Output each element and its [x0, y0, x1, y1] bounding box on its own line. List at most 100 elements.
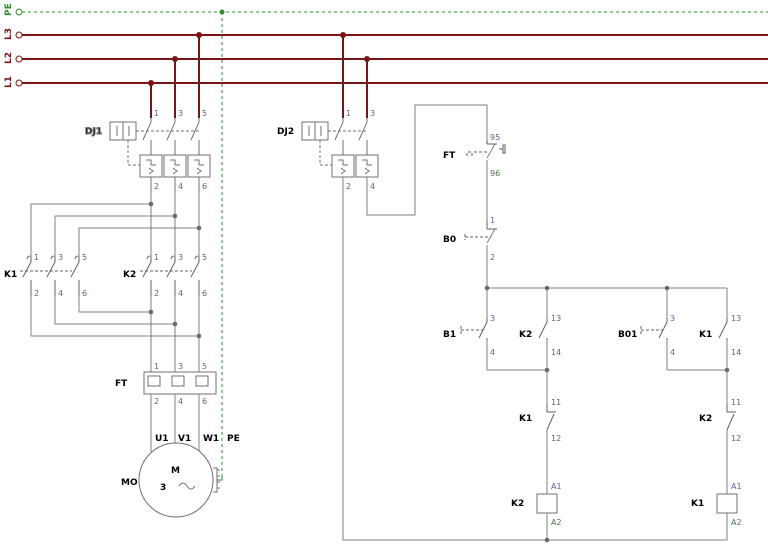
ft-terminal-2: 2 — [154, 397, 159, 406]
l3-bus-label: L3 — [4, 28, 14, 40]
motor-v1-label: V1 — [178, 434, 191, 444]
k1-terminal-3: 3 — [58, 253, 63, 262]
dj1-terminal-3: 3 — [178, 109, 183, 118]
junction-dot — [364, 56, 370, 62]
dj1-terminal-1: 1 — [154, 109, 159, 118]
l1-terminal — [15, 79, 23, 87]
k2-terminal-6: 6 — [202, 289, 207, 298]
dj2-terminal-1: 1 — [346, 109, 351, 118]
ft-terminal-6: 6 — [202, 397, 207, 406]
b01-start-button — [640, 318, 668, 340]
reversing-wires — [30, 194, 200, 372]
k1-coil-terminal-a2: A2 — [731, 518, 742, 527]
b0-terminal-1: 1 — [490, 216, 495, 225]
dj1-terminal-5: 5 — [202, 109, 207, 118]
k2-interlock-terminal-11: 11 — [731, 398, 741, 407]
junction-dot — [172, 56, 178, 62]
ft-terminal-1: 1 — [154, 362, 159, 371]
motor-symbol — [138, 442, 223, 518]
dj2-label: DJ2 — [277, 127, 294, 137]
dj1-label: DJ1 — [85, 127, 102, 137]
k1-hold-terminal-13: 13 — [731, 314, 741, 323]
ft-terminal-4: 4 — [178, 397, 183, 406]
l2-terminal — [15, 55, 23, 63]
b01-label: B01 — [618, 330, 637, 340]
dj2-terminal-3: 3 — [370, 109, 375, 118]
b1-label: B1 — [443, 330, 456, 340]
k1-coil — [716, 493, 738, 514]
k1-hold-label: K1 — [699, 330, 712, 340]
b0-stop-button — [464, 220, 497, 240]
pe-bus-label: PE — [4, 3, 14, 16]
k1-main-label: K1 — [4, 270, 17, 280]
dj2-terminal-2: 2 — [346, 182, 351, 191]
dj1-terminal-2: 2 — [154, 182, 159, 191]
ft-thermal-relay — [143, 371, 217, 395]
dj2-breaker — [301, 118, 379, 178]
k1-interlock-terminal-12: 12 — [551, 434, 561, 443]
l3-terminal — [15, 31, 23, 39]
k1-terminal-1: 1 — [34, 253, 39, 262]
motor-w1-label: W1 — [203, 434, 219, 444]
motor-m-letter: M — [171, 466, 180, 476]
junction-dot — [148, 80, 154, 86]
k1-coil-label: K1 — [691, 499, 704, 509]
k1-hold-contact — [718, 318, 728, 340]
b0-terminal-2: 2 — [490, 253, 495, 262]
k2-coil-terminal-a1: A1 — [551, 482, 562, 491]
main-feed-wires — [148, 9, 225, 475]
k2-interlock-label: K2 — [699, 414, 712, 424]
k2-coil-terminal-a2: A2 — [551, 518, 562, 527]
pe-terminal — [15, 8, 23, 16]
k1-coil-terminal-a1: A1 — [731, 482, 742, 491]
motor-pe-label: PE — [227, 434, 240, 444]
k2-hold-terminal-13: 13 — [551, 314, 561, 323]
b1-start-button — [460, 318, 488, 340]
b1-terminal-3: 3 — [490, 314, 495, 323]
pe-junction-dot — [219, 9, 225, 15]
b0-label: B0 — [443, 235, 456, 245]
control-feed — [340, 32, 370, 118]
control-junctions — [484, 285, 730, 543]
ac-wave — [178, 482, 196, 490]
ft-terminal-5: 5 — [202, 362, 207, 371]
k2-coil-label: K2 — [511, 499, 524, 509]
ft-terminal-3: 3 — [178, 362, 183, 371]
ft-aux-contact — [466, 140, 506, 156]
k1-main-contacts — [20, 255, 80, 297]
k2-hold-contact — [538, 318, 548, 340]
reversing-junctions — [148, 201, 202, 339]
k2-main-contacts — [140, 255, 200, 297]
junction-dot — [340, 32, 346, 38]
k2-main-label: K2 — [123, 270, 136, 280]
junction-dot — [196, 32, 202, 38]
k1-terminal-6: 6 — [82, 289, 87, 298]
motor-u1-label: U1 — [155, 434, 169, 444]
dj2-terminal-4: 4 — [370, 182, 375, 191]
b01-terminal-4: 4 — [670, 348, 675, 357]
k2-interlock-contact — [726, 404, 736, 431]
k2-terminal-4: 4 — [178, 289, 183, 298]
ft-main-label: FT — [115, 379, 128, 389]
dj1-terminal-4: 4 — [178, 182, 183, 191]
ft-out-wires — [150, 394, 200, 452]
k1-terminal-5: 5 — [82, 253, 87, 262]
k1-hold-terminal-14: 14 — [731, 348, 741, 357]
bus-lines: PE L3 L2 L1 — [4, 3, 768, 88]
k1-interlock-terminal-11: 11 — [551, 398, 561, 407]
l1-bus-label: L1 — [4, 76, 14, 88]
motor-phase-count: 3 — [160, 483, 166, 493]
ft-aux-label: FT — [443, 151, 456, 161]
motor-label: MO — [121, 478, 138, 488]
k1-terminal-2: 2 — [34, 289, 39, 298]
k2-hold-terminal-14: 14 — [551, 348, 561, 357]
dj1-terminal-6: 6 — [202, 182, 207, 191]
k2-hold-label: K2 — [519, 330, 532, 340]
dj1-breaker: DJ1 — [85, 118, 211, 194]
k1-terminal-4: 4 — [58, 289, 63, 298]
k2-terminal-2: 2 — [154, 289, 159, 298]
k2-interlock-terminal-12: 12 — [731, 434, 741, 443]
k1-interlock-label: K1 — [519, 414, 532, 424]
k2-coil — [536, 493, 558, 514]
b1-terminal-4: 4 — [490, 348, 495, 357]
